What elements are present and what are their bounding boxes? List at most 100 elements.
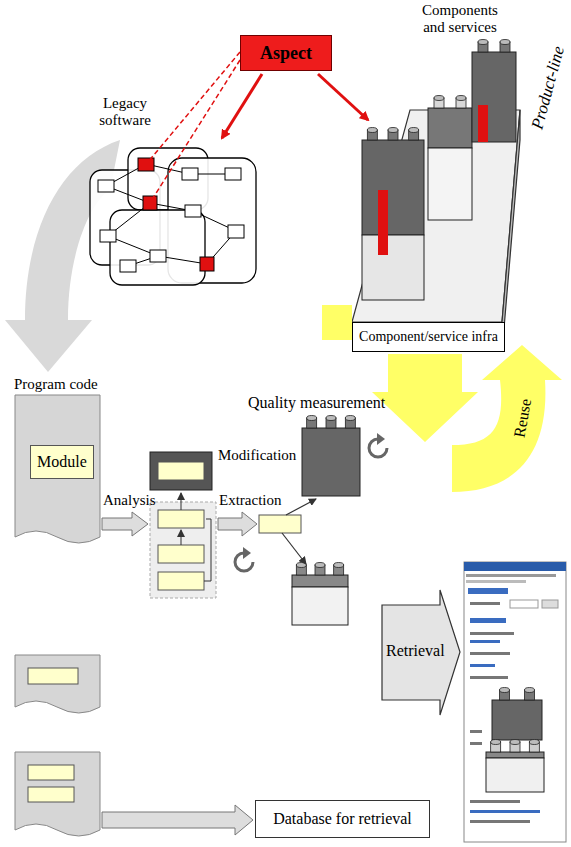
module-box: Module — [30, 445, 94, 479]
call-lines — [106, 164, 236, 266]
aspect-box: Aspect — [240, 35, 332, 71]
down-arrow — [372, 354, 478, 442]
text-line — [470, 602, 500, 605]
screenshot-blocks — [486, 688, 544, 793]
step-label: Extraction — [219, 492, 281, 509]
aspect-arrow — [318, 74, 368, 120]
text-line — [470, 742, 482, 745]
code-document — [15, 395, 100, 543]
text-line — [470, 730, 482, 733]
aspect-arrow — [222, 74, 262, 138]
text-line — [470, 820, 530, 823]
aspect-link — [148, 52, 240, 162]
aspect-unit — [143, 196, 157, 210]
component-blocks — [292, 40, 516, 626]
menu-line — [466, 580, 526, 583]
stud-top — [367, 128, 377, 133]
result-heading — [470, 618, 506, 623]
system-label: Legacy software — [85, 95, 165, 130]
code-document — [15, 752, 100, 836]
stud-top — [326, 416, 336, 421]
module-box — [158, 462, 204, 480]
code-unit — [120, 260, 136, 272]
stud-top — [434, 96, 444, 101]
title-bar — [464, 562, 566, 571]
stud-top — [307, 416, 317, 421]
step-label: Analysis — [103, 492, 156, 509]
code-unit — [182, 168, 198, 180]
step-label: Retrieval — [386, 642, 445, 660]
code-unit — [225, 168, 241, 180]
stud-top — [510, 740, 520, 745]
aspect-unit — [200, 257, 214, 271]
code-document — [15, 655, 100, 713]
box-text: Database for retrieval — [273, 810, 412, 828]
platform-side — [502, 110, 520, 352]
module-box — [28, 765, 74, 780]
block-base — [486, 758, 544, 792]
module-box — [158, 572, 204, 590]
stud-top — [388, 128, 398, 133]
block-top — [492, 700, 542, 740]
module-box — [28, 668, 78, 684]
dependency-line — [181, 493, 182, 510]
link-line — [470, 640, 500, 643]
window-frame — [464, 562, 566, 842]
module-box — [158, 545, 204, 563]
text-line — [470, 632, 514, 635]
module-box — [158, 510, 204, 528]
stud-top — [529, 740, 539, 745]
stud-top — [456, 96, 466, 101]
stage-label: Program code — [14, 376, 98, 393]
code-unit — [228, 225, 244, 238]
code-unit — [185, 205, 201, 217]
retrieval-arrow — [382, 590, 460, 715]
code-unit — [98, 180, 114, 192]
button — [542, 600, 558, 608]
block-top — [362, 140, 424, 235]
menu-line — [466, 574, 556, 577]
text-line — [470, 676, 508, 679]
reuse-label: Reuse — [510, 392, 537, 444]
block-top — [428, 108, 472, 148]
modify-line — [286, 499, 316, 515]
block-top — [486, 752, 544, 758]
stud-top — [345, 416, 355, 421]
step-label: Quality measurement — [248, 394, 385, 412]
stud-top — [500, 40, 510, 45]
module-group — [150, 502, 216, 598]
code-unit — [150, 250, 166, 262]
module-box — [28, 787, 74, 802]
stud-top — [409, 128, 419, 133]
stud-top — [478, 40, 488, 45]
stud-top — [315, 563, 325, 568]
dependency-line — [204, 519, 211, 581]
code-unit — [100, 230, 116, 242]
page-heading — [468, 588, 508, 594]
text-line — [470, 652, 510, 655]
component-label: Components and services — [410, 2, 510, 37]
tool-screenshot — [464, 562, 566, 842]
box-text: Component/service infra — [359, 329, 498, 345]
block-top — [302, 428, 360, 496]
block-base — [292, 587, 348, 625]
yellow-marker — [322, 305, 352, 340]
stud-top — [491, 740, 501, 745]
step-label: Modification — [218, 447, 296, 464]
modify-line — [282, 533, 306, 564]
box-text: Module — [37, 453, 87, 471]
module-region — [110, 210, 205, 285]
stud-top — [334, 563, 344, 568]
aspect-stripe — [378, 190, 388, 255]
link-line — [470, 810, 540, 813]
block-arrow — [102, 512, 148, 536]
infrastructure-band: Component/service infra — [352, 322, 505, 352]
cycle-head — [377, 433, 385, 445]
input-field — [510, 600, 538, 608]
block-arrow — [218, 512, 257, 536]
block-base — [362, 235, 424, 300]
block-base — [428, 148, 472, 220]
box-text: Aspect — [260, 43, 312, 64]
